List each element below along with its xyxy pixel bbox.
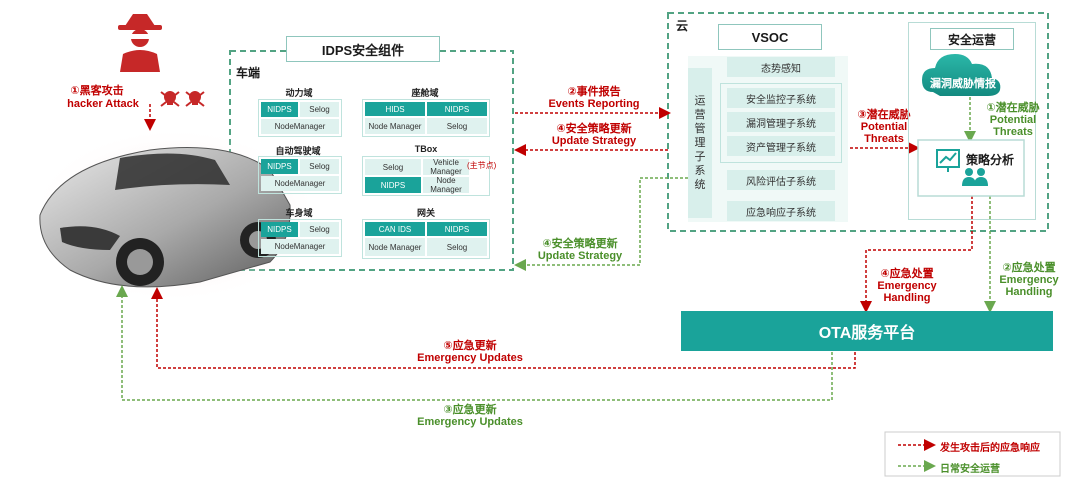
gateway-title: 网关 — [416, 208, 435, 218]
upd5-cn: ⑤应急更新 — [443, 340, 497, 352]
power-domain: NIDPS Selog NodeManager — [258, 99, 342, 137]
body-selog: Selog — [300, 222, 339, 237]
emergency-green-en1: Emergency — [999, 274, 1059, 286]
vuln-intel-label: 漏洞威胁情报 — [930, 78, 996, 90]
cockpit-nodemanager: Node Manager — [365, 118, 425, 134]
threat-red-cn: ③潜在威胁 — [857, 109, 911, 121]
emergency-green-en2: Handling — [1005, 286, 1053, 298]
subsystem-risk: 风险评估子系统 — [727, 170, 835, 190]
emergency-green-cn: ②应急处置 — [1002, 262, 1056, 274]
tbox-vehicle-manager: Vehicle Manager — [423, 158, 469, 176]
adas-nodemanager: NodeManager — [261, 176, 339, 191]
upd3-cn: ③应急更新 — [443, 404, 497, 416]
events-report-cn: ②事件报告 — [567, 86, 621, 98]
subsystem-vulnerability: 漏洞管理子系统 — [727, 112, 835, 132]
upd5-en: Emergency Updates — [417, 352, 523, 364]
update-strategy-green-cn: ④安全策略更新 — [542, 238, 618, 250]
skull-icon — [160, 91, 205, 107]
legend-green: 日常安全运营 — [940, 464, 1000, 475]
legend-red: 发生攻击后的应急响应 — [940, 443, 1040, 454]
events-report-en: Events Reporting — [548, 98, 640, 110]
subsystem-security-monitoring: 安全监控子系统 — [727, 88, 835, 108]
strategy-analysis-label: 策略分析 — [966, 153, 1015, 167]
cloud-label: 云 — [676, 19, 689, 33]
ops-management-subsystem: 运营管理子系统 — [688, 68, 712, 218]
subsystem-group — [720, 83, 842, 163]
emergency-red-en2: Handling — [883, 292, 931, 304]
cloud-icon — [922, 54, 1001, 96]
vsoc-header: VSOC — [718, 24, 822, 50]
users-icon — [962, 168, 988, 186]
update-strategy-green-en: Update Strategy — [537, 250, 623, 262]
gateway-nidps: NIDPS — [427, 222, 487, 236]
gateway-nodemanager: Node Manager — [365, 238, 425, 256]
body-domain: NIDPS Selog NodeManager — [258, 219, 342, 257]
emergency-red-en1: Emergency — [877, 280, 937, 292]
adas-nidps: NIDPS — [261, 159, 298, 174]
threat-green-en1: Potential — [989, 114, 1037, 126]
cockpit-nidps: NIDPS — [427, 102, 487, 116]
secops-header: 安全运营 — [930, 28, 1014, 50]
gateway-can-ids: CAN IDS — [365, 222, 425, 236]
cockpit-domain: HIDS NIDPS Node Manager Selog — [362, 99, 490, 137]
hacker-subtitle: hacker Attack — [67, 98, 139, 110]
threat-green-en2: Threats — [993, 126, 1033, 138]
upd3-en: Emergency Updates — [417, 416, 523, 428]
body-nodemanager: NodeManager — [261, 239, 339, 254]
update-strategy-red-en: Update Strategy — [551, 135, 637, 147]
hacker-icon — [118, 14, 162, 72]
ota-platform: OTA服务平台 — [681, 311, 1053, 351]
power-nodemanager: NodeManager — [261, 119, 339, 134]
update-strategy-red-cn: ④安全策略更新 — [556, 123, 632, 135]
adas-domain-title: 自动驾驶域 — [275, 146, 321, 156]
threat-red-en1: Potential — [860, 121, 908, 133]
cockpit-selog: Selog — [427, 118, 487, 134]
tbox-nodemanager: Node Manager — [423, 176, 469, 194]
legend-frame — [884, 431, 1061, 477]
vehicle-label: 车端 — [236, 66, 261, 80]
body-nidps: NIDPS — [261, 222, 298, 237]
hacker-title: ①黑客攻击 — [70, 85, 124, 97]
cockpit-hids: HIDS — [365, 102, 425, 116]
idps-header: IDPS安全组件 — [286, 36, 440, 62]
cockpit-domain-title: 座舱域 — [411, 88, 439, 98]
secops-frame — [908, 22, 1036, 220]
adas-selog: Selog — [300, 159, 339, 174]
subsystem-emergency: 应急响应子系统 — [727, 201, 835, 221]
tbox-nidps: NIDPS — [365, 177, 421, 193]
chart-icon — [936, 149, 960, 172]
gateway-domain: CAN IDS NIDPS Node Manager Selog — [362, 219, 490, 259]
body-domain-title: 车身域 — [285, 208, 313, 218]
strategy-box — [917, 139, 1025, 197]
gateway-selog: Selog — [427, 238, 487, 256]
subsystem-asset: 资产管理子系统 — [727, 136, 835, 156]
car-image — [30, 127, 320, 303]
threat-green-cn: ①潜在威胁 — [986, 102, 1040, 114]
power-selog: Selog — [300, 102, 339, 117]
adas-domain: NIDPS Selog NodeManager — [258, 156, 342, 194]
threat-red-en2: Threats — [864, 133, 904, 145]
power-domain-title: 动力域 — [285, 88, 313, 98]
tbox-domain: Selog Vehicle Manager NIDPS Node Manager — [362, 156, 490, 196]
tbox-main-node-note: (主节点) — [467, 161, 497, 170]
subsystem-situation: 态势感知 — [727, 57, 835, 77]
tbox-title: TBox — [414, 144, 438, 154]
power-nidps: NIDPS — [261, 102, 298, 117]
emergency-red-cn: ④应急处置 — [880, 268, 934, 280]
cloud-frame — [667, 12, 1049, 232]
tbox-selog: Selog — [365, 159, 421, 175]
